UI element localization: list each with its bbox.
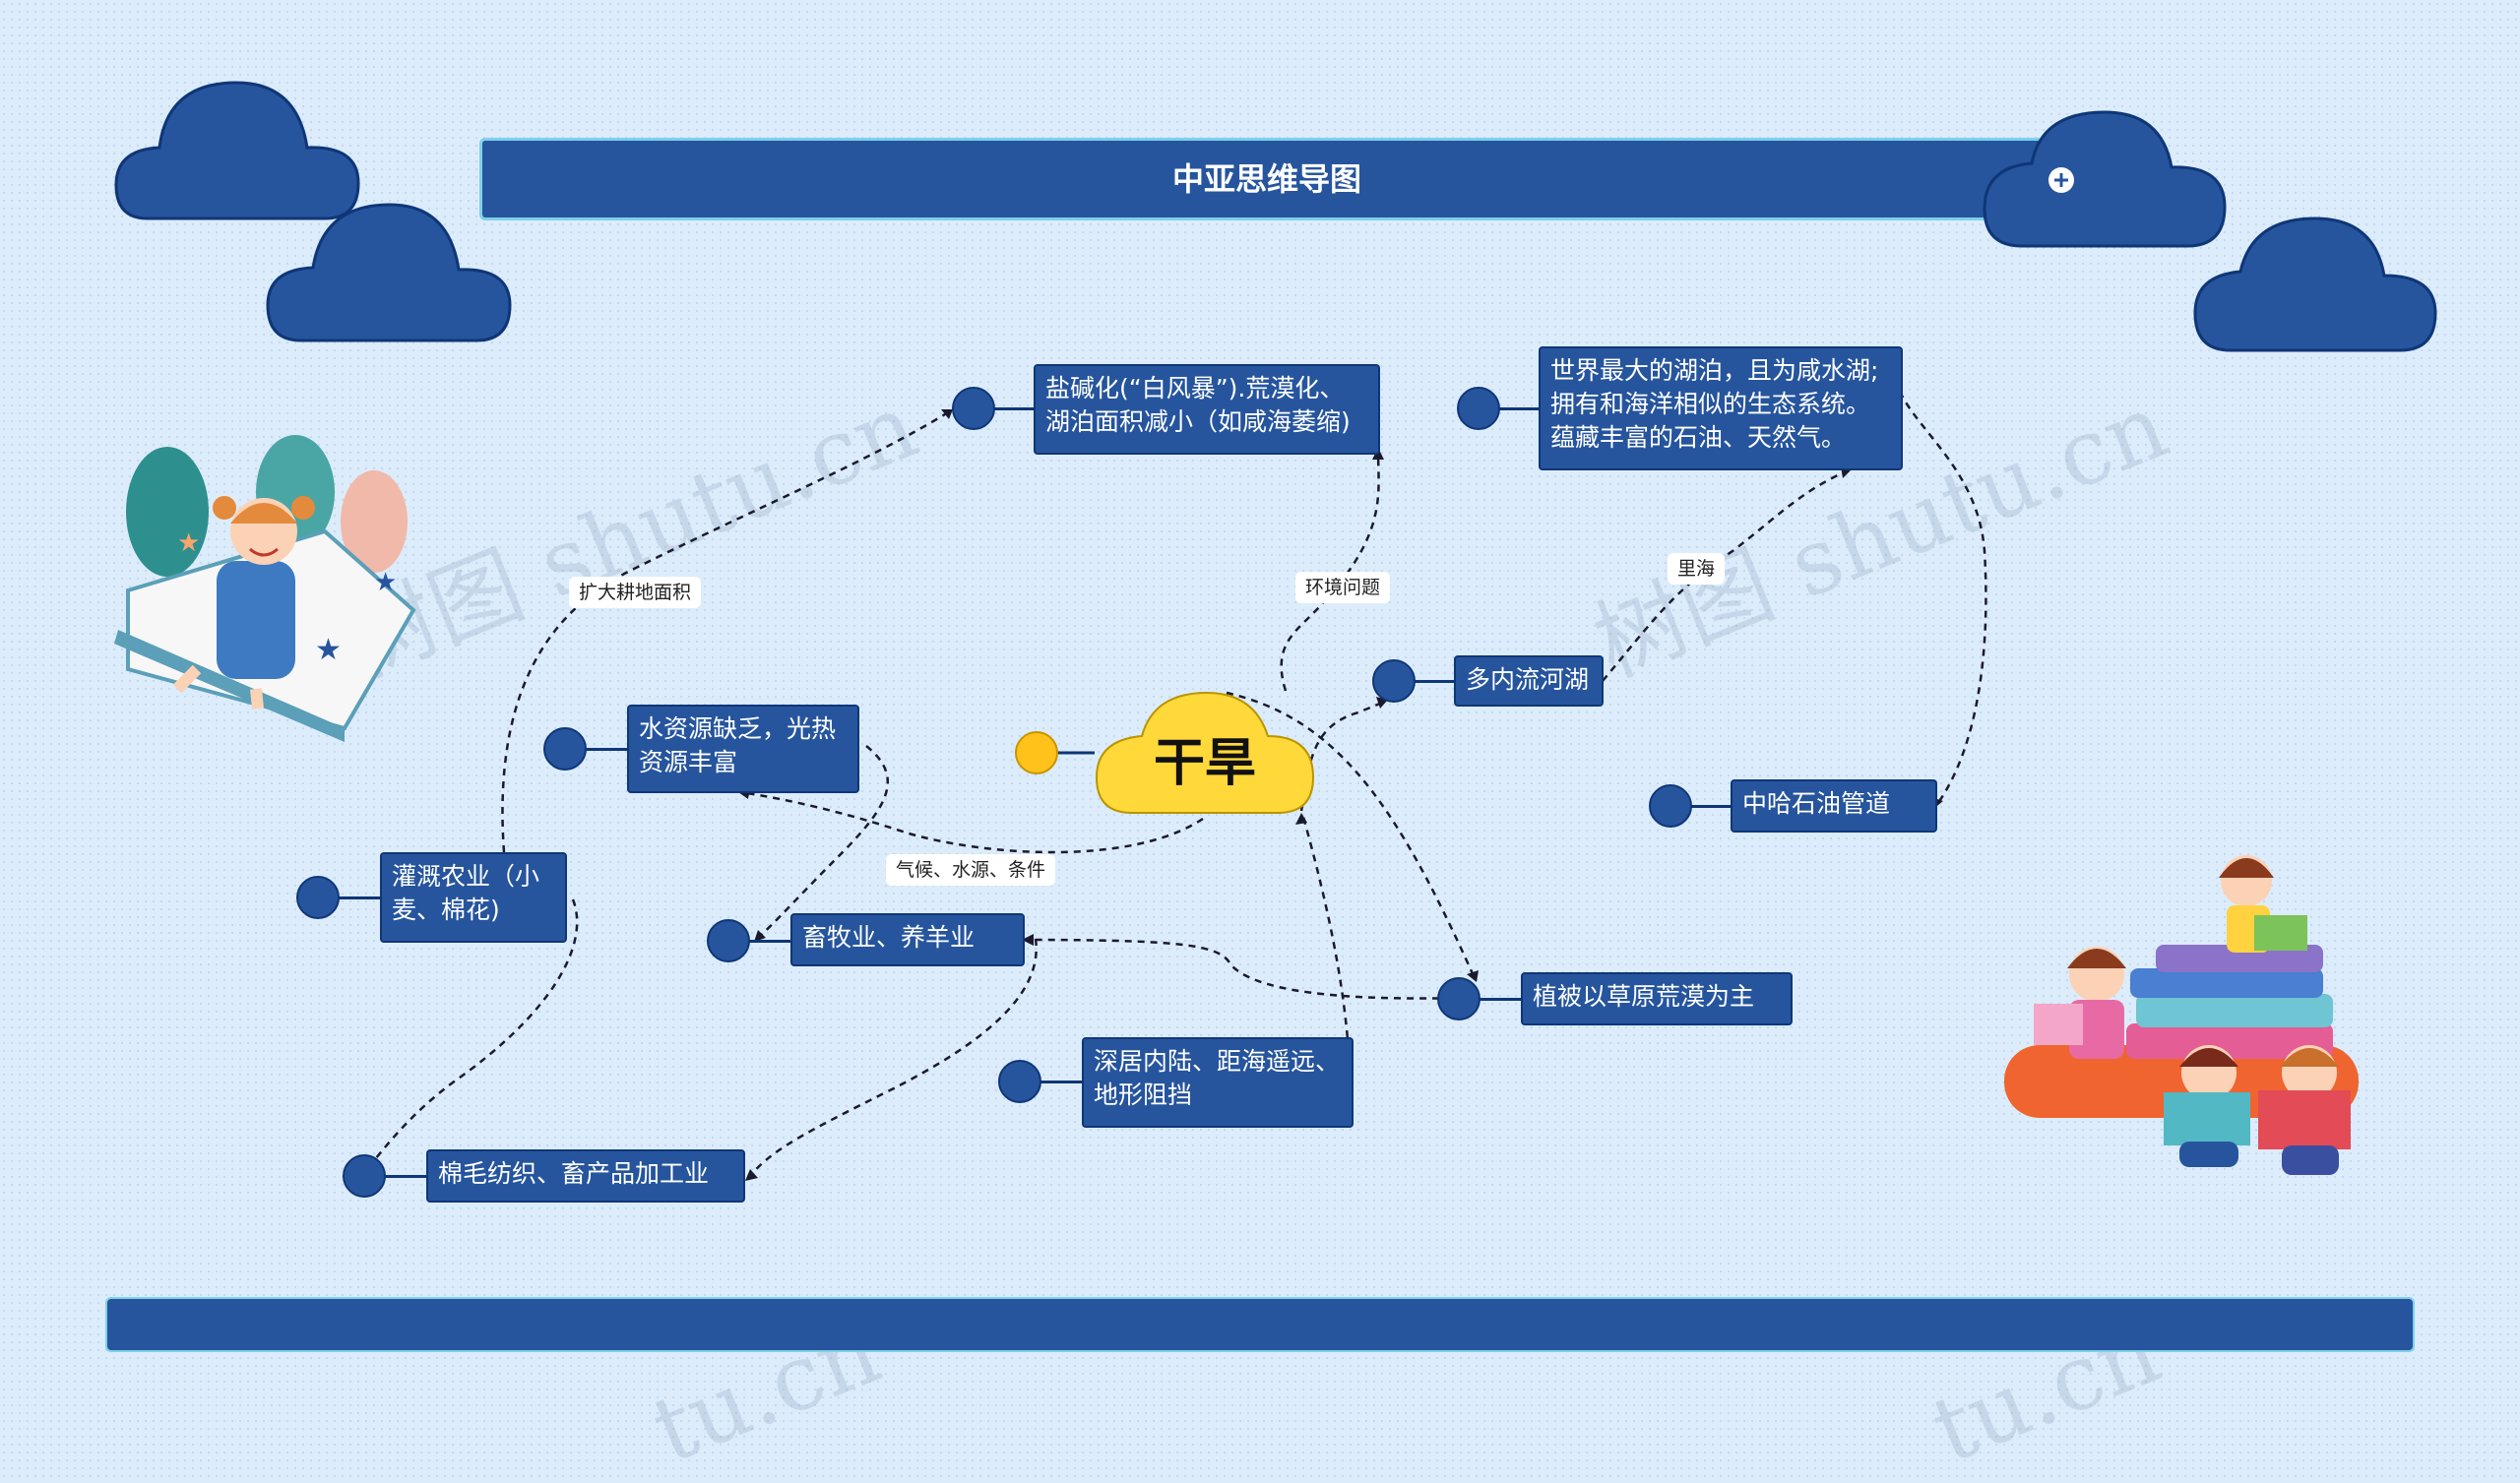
connector (1900, 392, 1985, 807)
cloud-icon (1984, 112, 2225, 246)
kids-reading-illustration (2004, 855, 2359, 1175)
svg-text:★: ★ (177, 528, 200, 558)
node-pipeline[interactable]: 中哈石油管道 (1731, 779, 1937, 833)
node-salinization[interactable]: 盐碱化(“白风暴”).荒漠化、 湖泊面积减小（如咸海萎缩) (1034, 364, 1380, 455)
node-handle[interactable] (543, 727, 587, 771)
node-handle[interactable] (296, 876, 340, 919)
node-handle[interactable] (343, 1154, 386, 1198)
footer-bar (105, 1297, 2415, 1352)
connector (748, 939, 1037, 1179)
edge-label-caspian: 里海 (1668, 553, 1725, 585)
svg-text:★: ★ (374, 568, 397, 597)
add-icon[interactable] (2048, 167, 2074, 193)
girl-reading-illustration: ★ ★ ★ (114, 435, 413, 742)
node-textiles[interactable]: 棉毛纺织、畜产品加工业 (426, 1149, 745, 1203)
mind-map-canvas: 树图 shutu.cn 树图 shutu.cn tu.cn tu.cn 中亚思维… (0, 0, 2520, 1438)
node-handle[interactable] (707, 919, 750, 962)
edge-label-expand-farmland: 扩大耕地面积 (569, 577, 701, 608)
node-handle[interactable] (1437, 977, 1480, 1020)
node-vegetation[interactable]: 植被以草原荒漠为主 (1521, 972, 1793, 1025)
diagram-graphics: ★ ★ ★ (0, 0, 2520, 1438)
node-caspian-info[interactable]: 世界最大的湖泊，且为咸水湖; 拥有和海洋相似的生态系统。 蕴藏丰富的石油、天然气… (1539, 346, 1903, 470)
node-inland-location[interactable]: 深居内陆、距海遥远、 地形阻挡 (1082, 1037, 1354, 1128)
cloud-icon (268, 205, 510, 340)
node-inland-rivers[interactable]: 多内流河湖 (1454, 655, 1604, 707)
node-handle[interactable] (1649, 784, 1692, 828)
connector (1603, 470, 1849, 681)
svg-text:★: ★ (315, 633, 342, 667)
cloud-icon (2195, 218, 2435, 350)
node-irrigation[interactable]: 灌溉农业（小 麦、棉花) (380, 852, 567, 943)
connector (1024, 940, 1465, 999)
edge-label-environment: 环境问题 (1295, 572, 1390, 603)
connector (1282, 451, 1379, 691)
node-water-light[interactable]: 水资源缺乏，光热 资源丰富 (627, 705, 859, 793)
node-handle[interactable] (1372, 659, 1416, 703)
node-handle[interactable] (998, 1060, 1041, 1103)
edge-label-climate: 气候、水源、条件 (886, 854, 1055, 886)
root-handle-icon[interactable] (1016, 732, 1057, 773)
cloud-icon (116, 83, 358, 218)
root-node-label[interactable]: 干旱 (1095, 726, 1315, 801)
node-handle[interactable] (952, 387, 995, 430)
node-livestock[interactable]: 畜牧业、养羊业 (790, 913, 1025, 966)
node-handle[interactable] (1457, 387, 1500, 430)
